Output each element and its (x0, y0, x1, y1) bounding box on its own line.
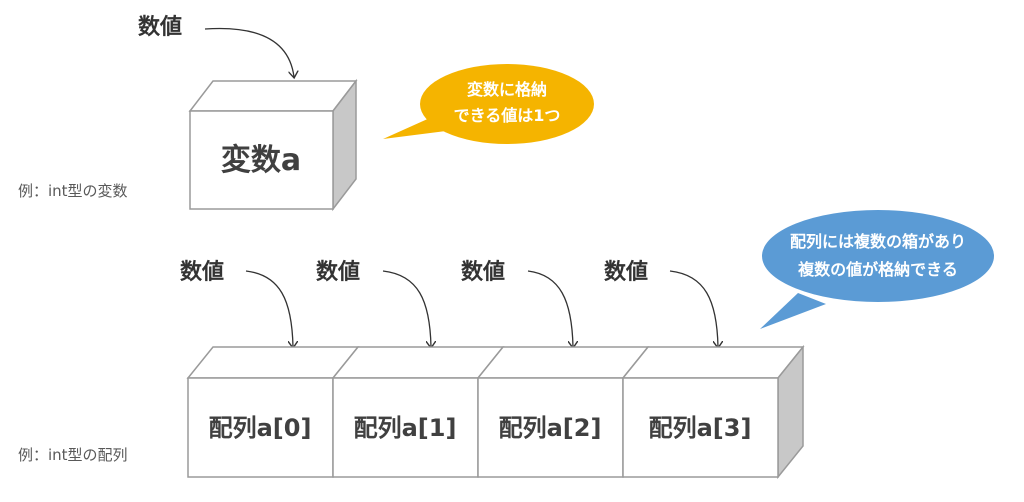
array-value-arrow-0 (245, 270, 293, 347)
array-bubble-line1: 配列には複数の箱があり (790, 232, 966, 251)
variable-bubble-line2: できる値は1つ (454, 106, 561, 125)
array-boxes: 配列a[0] 配列a[1] 配列a[2] 配列a[3] (186, 344, 805, 480)
variable-box: 変数a (188, 78, 358, 212)
array-value-label-3: 数値 (604, 259, 648, 285)
array-bubble-body (762, 210, 994, 302)
array-bubble-line2: 複数の値が格納できる (797, 260, 958, 279)
array-cell-front-3 (622, 377, 779, 478)
array-cell-label-1: 配列a[1] (354, 414, 457, 442)
array-value-label-1: 数値 (316, 259, 360, 285)
variable-value-label: 数値 (138, 14, 182, 40)
array-example-caption: 例：int型の配列 (18, 446, 128, 464)
variable-example-caption: 例：int型の変数 (18, 182, 128, 200)
array-cell-label-2: 配列a[2] (499, 414, 602, 442)
array-value-arrow-3 (669, 270, 718, 347)
variable-box-top (188, 80, 358, 112)
array-cell-label-3: 配列a[3] (649, 414, 752, 442)
variable-bubble-body (420, 64, 594, 144)
array-cell-top-0 (186, 346, 360, 379)
array-cell-front-0 (187, 377, 334, 478)
variable-bubble-line1: 変数に格納 (467, 80, 547, 99)
variable-box-label: 変数a (221, 143, 301, 178)
array-value-arrow-2 (527, 270, 573, 347)
variable-value-arrow (204, 27, 294, 77)
array-cell-top-1 (331, 346, 505, 379)
array-speech-bubble: 配列には複数の箱があり 複数の値が格納できる (760, 210, 994, 329)
array-value-label-0: 数値 (180, 259, 224, 285)
array-value-arrow-1 (382, 270, 431, 347)
array-cell-top-2 (476, 346, 650, 379)
variable-speech-bubble: 変数に格納 できる値は1つ (383, 64, 594, 144)
array-cell-label-0: 配列a[0] (209, 414, 312, 442)
array-bubble-tail (760, 293, 826, 329)
variable-box-front (189, 110, 334, 210)
array-cell-front-1 (332, 377, 479, 478)
array-cell-top-3 (621, 346, 805, 379)
array-value-label-2: 数値 (461, 259, 505, 285)
